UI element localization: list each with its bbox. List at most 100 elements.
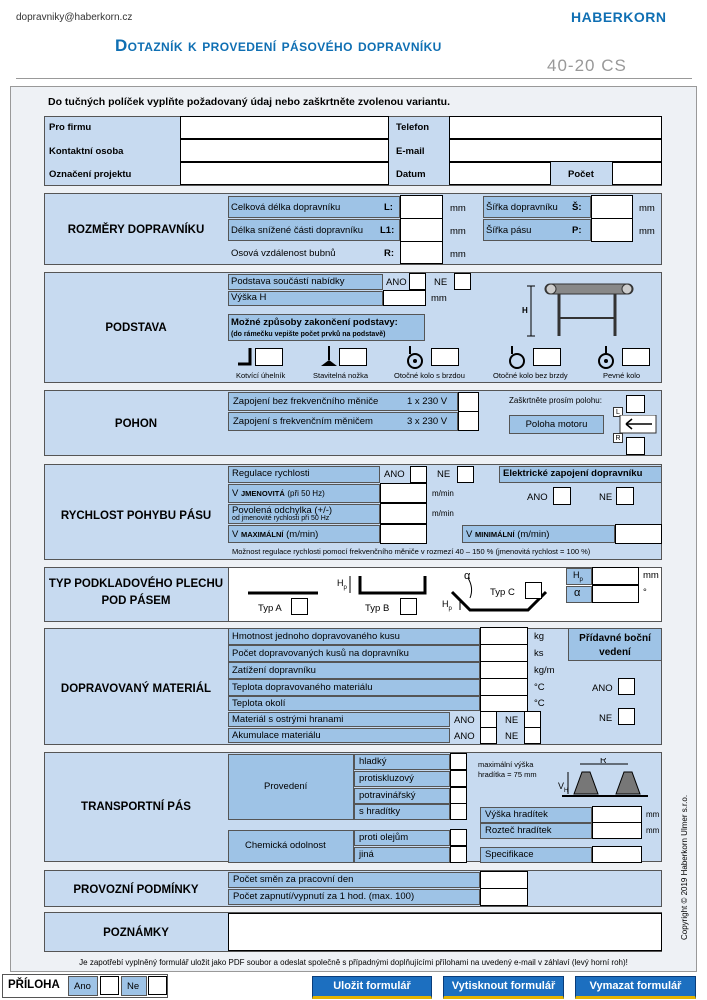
label-length: Celková délka dopravníku bbox=[231, 202, 341, 213]
v-max-label: V MAXIMÁLNÍ (m/min) bbox=[232, 530, 318, 540]
label-date: Datum bbox=[396, 169, 426, 180]
speed-note: Možnost regulace rychlosti pomocí frekve… bbox=[232, 547, 591, 556]
cleat-v-sub: H bbox=[564, 787, 569, 794]
firm-input[interactable] bbox=[180, 116, 389, 139]
row-v-min bbox=[462, 525, 615, 543]
feet-caster-nobrake-input[interactable] bbox=[533, 348, 561, 366]
side-yes-checkbox[interactable] bbox=[618, 678, 635, 695]
material-label: Teplota okolí bbox=[232, 698, 286, 709]
chem-checkbox[interactable] bbox=[450, 846, 467, 863]
type-a-checkbox[interactable] bbox=[291, 598, 308, 615]
attachment-yes-checkbox[interactable] bbox=[100, 976, 119, 995]
regulation-yes-checkbox[interactable] bbox=[410, 466, 427, 483]
clear-form-button[interactable]: Vymazat formulář bbox=[575, 976, 696, 999]
design-row bbox=[354, 788, 450, 804]
design-checkbox[interactable] bbox=[450, 770, 467, 787]
hp-input[interactable] bbox=[592, 567, 639, 585]
side-no-checkbox[interactable] bbox=[618, 708, 635, 725]
type-b-checkbox[interactable] bbox=[400, 598, 417, 615]
save-form-button[interactable]: Uložit formulář bbox=[312, 976, 432, 999]
anchor-angle-icon bbox=[238, 348, 252, 366]
cleat-v: V bbox=[558, 781, 565, 791]
without-inverter-checkbox[interactable] bbox=[458, 392, 479, 412]
print-form-button[interactable]: Vytisknout formulář bbox=[443, 976, 564, 999]
cleat-height-input[interactable] bbox=[592, 806, 642, 823]
height-input[interactable] bbox=[383, 290, 426, 306]
design-checkbox[interactable] bbox=[450, 753, 467, 770]
accum-yes-checkbox[interactable] bbox=[480, 727, 497, 744]
label-with-inverter: Zapojení s frekvenčním měničem bbox=[233, 416, 373, 427]
project-input[interactable] bbox=[180, 162, 389, 185]
length-input[interactable] bbox=[400, 195, 443, 219]
design-checkbox[interactable] bbox=[450, 803, 467, 820]
chem-checkbox[interactable] bbox=[450, 829, 467, 846]
fixed-wheel-icon bbox=[598, 346, 614, 369]
type-a-label: Typ A bbox=[258, 603, 282, 614]
design-row bbox=[354, 771, 450, 787]
accum-no-checkbox[interactable] bbox=[524, 727, 541, 744]
label-without-voltage: 1 x 230 V bbox=[407, 396, 448, 407]
email-input[interactable] bbox=[449, 139, 662, 162]
feet-label-anchor: Kotvící úhelník bbox=[236, 371, 286, 380]
label-sharp: Materiál s ostrými hranami bbox=[232, 714, 344, 725]
material-input[interactable] bbox=[480, 644, 528, 662]
unit-mm: mm bbox=[646, 810, 660, 819]
lowered-input[interactable] bbox=[400, 218, 443, 242]
motor-r-tag: R bbox=[613, 433, 623, 443]
motor-left-checkbox[interactable] bbox=[626, 395, 645, 413]
motor-right-checkbox[interactable] bbox=[626, 437, 645, 455]
attachment-no-checkbox[interactable] bbox=[148, 976, 167, 995]
sharp-yes-checkbox[interactable] bbox=[480, 711, 497, 728]
material-unit: kg bbox=[534, 631, 545, 642]
speed-title: RYCHLOST POHYBU PÁSU bbox=[60, 510, 212, 522]
v-nominal-input[interactable] bbox=[380, 483, 427, 503]
notes-input[interactable] bbox=[228, 913, 662, 951]
design-checkbox[interactable] bbox=[450, 787, 467, 804]
sharp-no-checkbox[interactable] bbox=[524, 711, 541, 728]
person-input[interactable] bbox=[180, 139, 389, 162]
material-input[interactable] bbox=[480, 695, 528, 712]
deviation-input[interactable] bbox=[380, 503, 427, 524]
label-chem: Chemická odolnost bbox=[245, 840, 326, 851]
base-yes-checkbox[interactable] bbox=[409, 273, 426, 290]
width-belt-input[interactable] bbox=[591, 218, 633, 242]
electrical-no-checkbox[interactable] bbox=[616, 487, 634, 505]
label-axis: Osová vzdálenost bubnů bbox=[231, 248, 336, 259]
side-yes-label: ANO bbox=[592, 683, 613, 694]
type-c-checkbox[interactable] bbox=[525, 582, 542, 599]
electrical-title-box bbox=[499, 466, 662, 483]
v-nominal-v: V bbox=[232, 488, 239, 499]
cleat-pitch-input[interactable] bbox=[592, 822, 642, 839]
count-input[interactable] bbox=[612, 162, 662, 185]
material-input[interactable] bbox=[480, 678, 528, 696]
feet-caster-brake-input[interactable] bbox=[431, 348, 459, 366]
row-endings bbox=[228, 314, 425, 341]
alpha-input[interactable] bbox=[592, 585, 639, 603]
header-email[interactable]: dopravniky@haberkorn.cz bbox=[16, 12, 133, 23]
unit-mm: mm bbox=[450, 203, 466, 214]
feet-adjustable-input[interactable] bbox=[339, 348, 367, 366]
base-no-checkbox[interactable] bbox=[454, 273, 471, 290]
electrical-yes-checkbox[interactable] bbox=[553, 487, 571, 505]
caster-brake-icon bbox=[407, 346, 423, 369]
motor-l-tag: L bbox=[613, 407, 623, 417]
width-conv-input[interactable] bbox=[591, 195, 633, 219]
side-no-label: NE bbox=[599, 713, 613, 724]
spec-input[interactable] bbox=[592, 846, 642, 863]
axis-input[interactable] bbox=[400, 241, 443, 264]
shifts-input[interactable] bbox=[480, 871, 528, 889]
row-length bbox=[228, 196, 400, 218]
cycles-input[interactable] bbox=[480, 888, 528, 906]
feet-fixed-wheel-input[interactable] bbox=[622, 348, 650, 366]
v-max-input[interactable] bbox=[380, 524, 427, 544]
regulation-no-checkbox[interactable] bbox=[457, 466, 474, 483]
instructions: Do tučných políček vyplňte požadovaný úd… bbox=[48, 96, 450, 108]
base-diagram bbox=[527, 283, 634, 337]
material-input[interactable] bbox=[480, 627, 528, 645]
v-min-input[interactable] bbox=[615, 524, 662, 544]
material-input[interactable] bbox=[480, 661, 528, 679]
date-input[interactable] bbox=[449, 162, 551, 185]
phone-input[interactable] bbox=[449, 116, 662, 139]
with-inverter-checkbox[interactable] bbox=[458, 411, 479, 431]
feet-anchor-input[interactable] bbox=[255, 348, 283, 366]
